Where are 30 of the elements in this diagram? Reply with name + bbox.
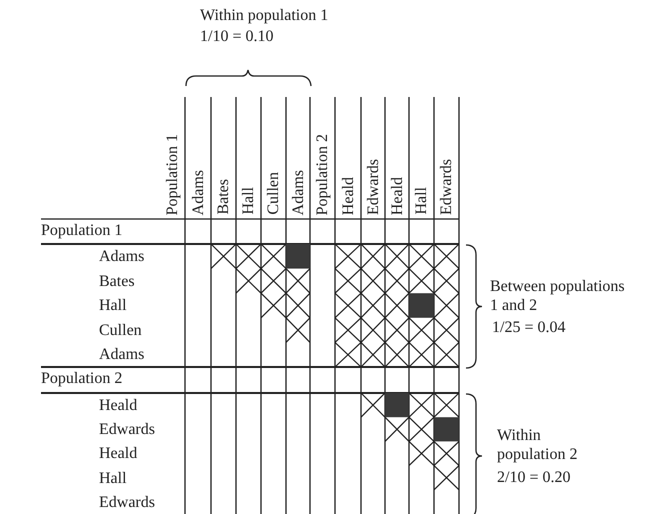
column-header: Adams xyxy=(288,170,308,216)
row-header: Adams xyxy=(99,247,144,266)
column-header: Bates xyxy=(214,179,233,215)
group-header: Population 2 xyxy=(41,369,122,388)
column-header: Hall xyxy=(412,187,431,215)
row-header: Heald xyxy=(99,396,138,415)
row-header: Hall xyxy=(99,296,127,316)
row-header: Edwards xyxy=(99,420,155,440)
column-header: Population 2 xyxy=(313,134,332,216)
column-header: Edwards xyxy=(364,159,382,215)
row-header: Bates xyxy=(99,272,135,291)
row-header: Edwards xyxy=(99,492,155,512)
ratio-text: 1/10 = 0.10 xyxy=(200,27,274,46)
column-header: Edwards xyxy=(437,159,456,215)
column-header: Adams xyxy=(188,170,208,216)
column-header: Population 1 xyxy=(162,134,182,216)
row-header: Cullen xyxy=(99,320,142,340)
column-header: Cullen xyxy=(264,172,283,215)
annotation-heading: Within population 1 xyxy=(200,6,328,25)
group-header: Population 1 xyxy=(41,221,122,240)
annotation-heading: Within population 2 xyxy=(497,426,578,464)
column-header: Hall xyxy=(239,187,258,215)
row-header: Adams xyxy=(99,345,144,364)
column-header: Heald xyxy=(388,177,406,216)
ratio-text: 2/10 = 0.20 xyxy=(497,468,570,487)
row-header: Hall xyxy=(99,468,127,488)
column-header: Heald xyxy=(338,177,358,216)
row-header: Heald xyxy=(99,444,138,464)
annotation-heading: Between populations 1 and 2 xyxy=(490,277,626,315)
ratio-text: 1/25 = 0.04 xyxy=(492,318,566,337)
